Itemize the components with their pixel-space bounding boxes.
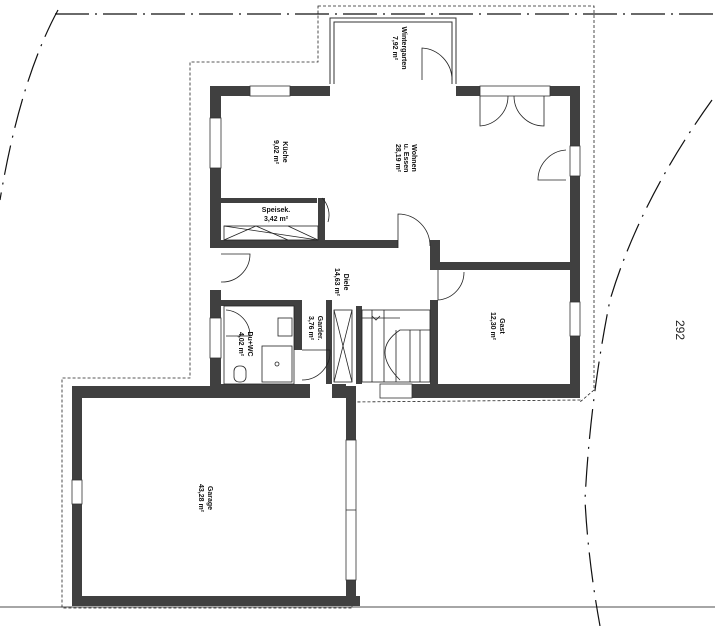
room-diele: Diele 14,63 m² [333,268,349,297]
room-wohnen: Wohnen u. Essen 28,19 m² [394,144,417,173]
room-area: 12,30 m² [489,312,496,341]
room-wintergarten: Wintergarten 7,92 m² [391,26,407,69]
property-boundary [0,9,715,626]
room-name-line2: u. Essen [402,144,409,173]
garage-walls [72,386,360,606]
room-gast: Gast 12,30 m² [489,312,505,341]
room-area: 4,02 m² [237,332,244,357]
room-labels: Wintergarten 7,92 m² Wohnen u. Essen 28,… [197,26,505,512]
room-name: Küche [281,141,288,163]
plot-number: 292 [673,320,687,340]
room-area: 43,28 m² [197,484,204,513]
room-area: 28,19 m² [394,144,401,173]
door-swings [220,47,567,381]
room-name: Gast [498,318,505,334]
room-garder: Garder. 3,76 m² [307,316,323,341]
main-walls [210,86,580,398]
room-name: Diele [342,274,349,291]
room-area: 3,76 m² [307,316,314,341]
room-area: 7,92 m² [391,36,398,61]
room-name: Speisek. [262,207,290,214]
wintergarten-glazing [329,17,457,84]
room-kueche: Küche 9,02 m² [272,140,288,165]
windows [71,85,581,581]
room-name: Du+WC [246,331,253,356]
room-name: Wohnen [410,144,417,171]
room-area: 14,63 m² [333,268,340,297]
room-name: Wintergarten [400,26,407,69]
room-area: 9,02 m² [272,140,279,165]
room-garage: Garage 43,28 m² [197,484,213,513]
room-area: 3,42 m² [264,216,289,223]
room-name: Garage [206,486,213,510]
interior-lines [223,225,431,385]
room-duwc: Du+WC 4,02 m² [237,331,253,356]
room-name: Garder. [316,316,323,341]
room-speisek: Speisek. 3,42 m² [262,207,290,223]
roof-outline [61,5,595,609]
